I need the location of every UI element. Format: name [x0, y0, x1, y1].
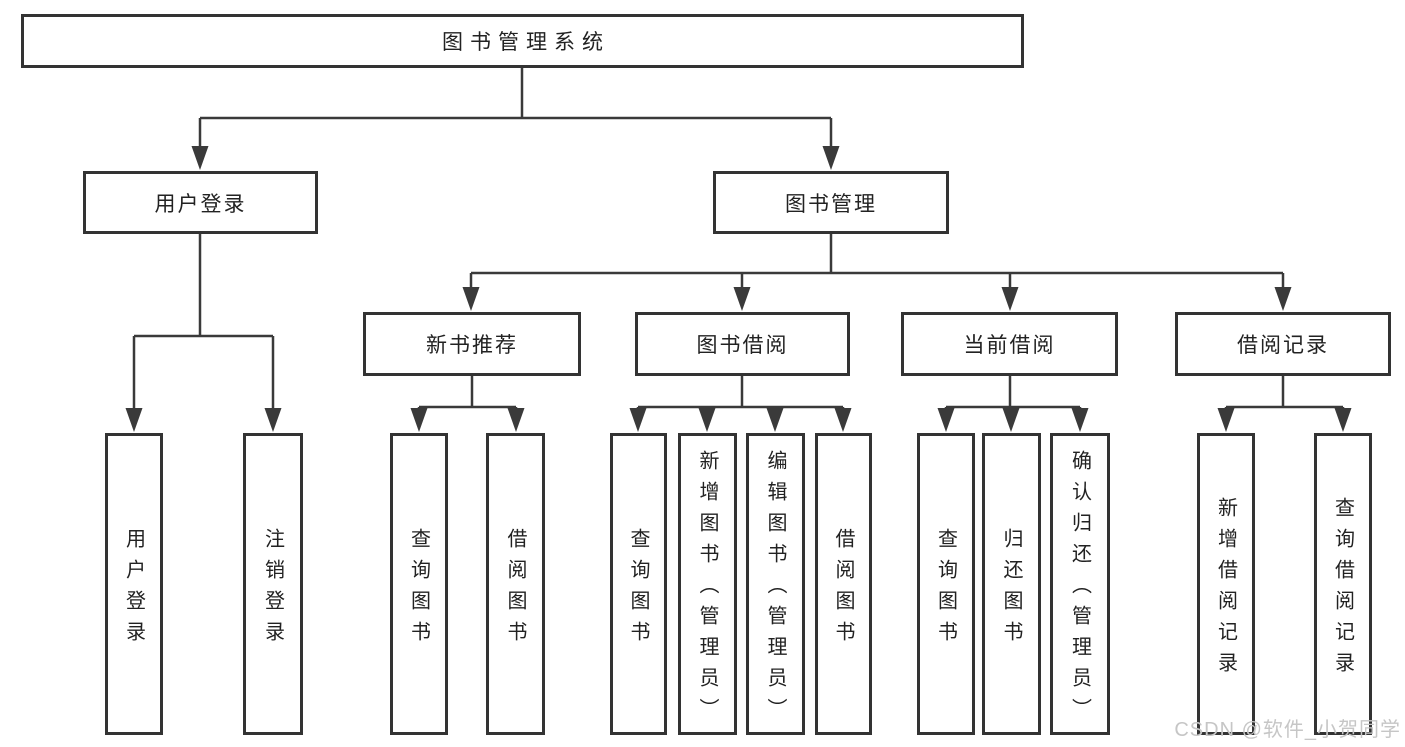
node-library-management-system: 图书管理系统: [21, 14, 1024, 68]
leaf-confirm-return-admin: 确认归还（管理员）: [1050, 433, 1110, 735]
connector-borrow-record-children: [1217, 376, 1352, 432]
node-new-book-recommend: 新书推荐: [363, 312, 581, 376]
leaf-label: 确认归还（管理员）: [1068, 450, 1091, 729]
node-book-management: 图书管理: [713, 171, 949, 234]
leaf-label: 查询图书: [934, 527, 957, 652]
node-book-borrow: 图书借阅: [635, 312, 850, 376]
node-label: 图书管理: [785, 192, 877, 216]
leaf-label: 查询借阅记录: [1331, 496, 1354, 683]
node-label: 图书管理系统: [442, 31, 610, 54]
leaf-query-book-current: 查询图书: [917, 433, 975, 735]
leaf-add-borrow-record: 新增借阅记录: [1197, 433, 1255, 735]
leaf-label: 用户登录: [122, 527, 145, 652]
node-current-borrow: 当前借阅: [901, 312, 1118, 376]
leaf-return-book: 归还图书: [982, 433, 1041, 735]
leaf-edit-book-admin: 编辑图书（管理员）: [746, 433, 805, 735]
leaf-label: 查询图书: [627, 527, 649, 652]
watermark: CSDN @软件_小贺同学: [1174, 719, 1401, 741]
leaf-label: 编辑图书（管理员）: [764, 450, 786, 729]
node-label: 当前借阅: [963, 334, 1056, 357]
node-label: 借阅记录: [1237, 334, 1329, 357]
node-user-login: 用户登录: [83, 171, 318, 234]
leaf-borrow-book: 借阅图书: [815, 433, 872, 735]
node-label: 用户登录: [154, 192, 247, 216]
leaf-logout: 注销登录: [243, 433, 303, 735]
node-label: 图书借阅: [696, 334, 789, 357]
node-label: 新书推荐: [426, 334, 518, 357]
connector-root-to-level2: [191, 68, 840, 170]
leaf-add-book-admin: 新增图书（管理员）: [678, 433, 737, 735]
leaf-query-book-recommend: 查询图书: [390, 433, 448, 735]
leaf-user-login: 用户登录: [105, 433, 163, 735]
connector-book-borrow-children: [629, 376, 852, 432]
leaf-label: 借阅图书: [832, 527, 854, 652]
leaf-label: 注销登录: [261, 527, 284, 652]
leaf-query-book-borrow: 查询图书: [610, 433, 667, 735]
leaf-query-borrow-record: 查询借阅记录: [1314, 433, 1372, 735]
leaf-label: 归还图书: [1000, 527, 1022, 652]
node-borrow-record: 借阅记录: [1175, 312, 1391, 376]
leaf-label: 查询图书: [407, 527, 430, 652]
connector-current-borrow-children: [937, 376, 1089, 432]
leaf-borrow-book-recommend: 借阅图书: [486, 433, 545, 735]
leaf-label: 新增图书（管理员）: [696, 450, 718, 729]
connector-user-login-children: [125, 234, 282, 432]
connector-new-book-children: [410, 376, 525, 432]
leaf-label: 新增借阅记录: [1214, 496, 1237, 683]
connector-book-management-children: [462, 234, 1292, 311]
leaf-label: 借阅图书: [504, 527, 526, 652]
